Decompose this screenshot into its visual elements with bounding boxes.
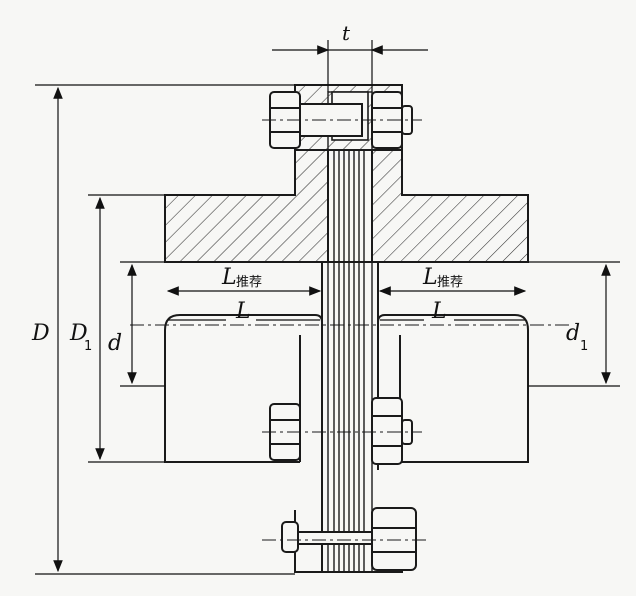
label-t: t (342, 21, 351, 45)
label-L-rec-right: L (422, 265, 438, 290)
label-D1-subscript: 1 (84, 339, 92, 354)
dimension-t (272, 40, 428, 92)
label-L-left: L (235, 299, 251, 324)
diaphragm-disc-stack (321, 91, 379, 573)
center-lines (130, 119, 570, 541)
dimension-D (35, 84, 295, 575)
dimension-d1 (528, 261, 620, 387)
left-hub-section (164, 149, 329, 263)
label-L-rec-right-sub: 推荐 (437, 275, 463, 290)
label-D: D (31, 321, 50, 346)
label-L-rec-left-sub: 推荐 (236, 275, 262, 290)
middle-bolt (269, 397, 413, 465)
dimension-D1 (88, 194, 165, 463)
label-L-right: L (431, 299, 447, 324)
label-D1: D (69, 321, 88, 346)
lower-flange (281, 507, 417, 573)
label-d1-subscript: 1 (580, 339, 588, 354)
label-d1: d (566, 321, 580, 346)
label-d: d (108, 331, 122, 356)
label-L-rec-left: L (221, 265, 237, 290)
dimension-d (120, 261, 165, 387)
right-hub-section (371, 149, 529, 263)
